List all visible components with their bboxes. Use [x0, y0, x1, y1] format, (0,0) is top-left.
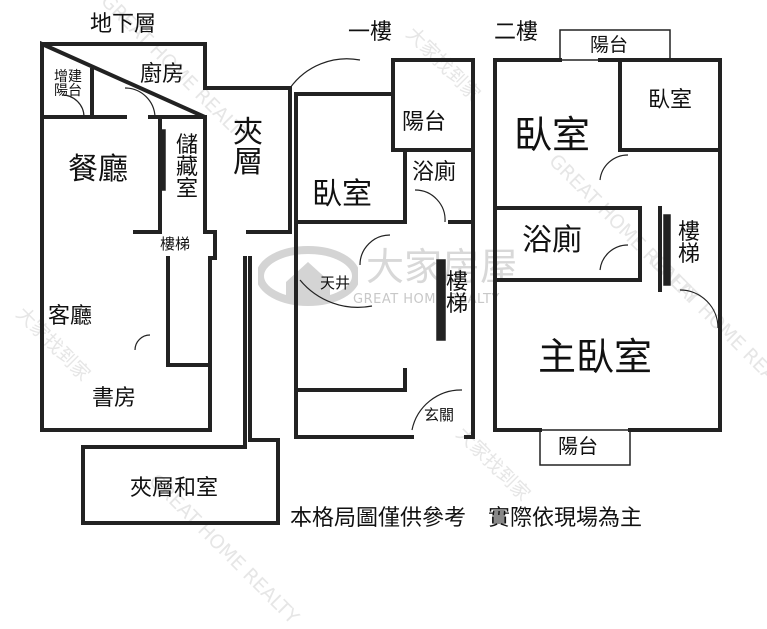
first-bathroom-label: 浴廁 — [412, 160, 457, 185]
first-stairs-strip — [436, 259, 446, 341]
second-balcony-bottom — [539, 429, 631, 466]
storage-wall — [133, 116, 162, 234]
first-balcony-wall — [391, 92, 475, 152]
stairs-wall — [166, 256, 210, 367]
second-balcony-top-label: 陽台 — [590, 34, 629, 56]
door-swing — [679, 289, 719, 329]
first-bathroom-wall — [403, 148, 475, 224]
disclaimer-note: 本格局圖僅供參考 實際依現場為主 — [290, 506, 643, 531]
second-stairs-label: 樓梯 — [677, 220, 700, 267]
second-balcony-bottom-label: 陽台 — [558, 434, 598, 458]
first-outer-wall — [294, 58, 475, 439]
first-bedroom-label: 臥室 — [312, 177, 372, 212]
first-stairs-label: 樓梯 — [445, 270, 468, 317]
basement-title: 地下層 — [90, 12, 157, 37]
second-balcony-top — [559, 29, 671, 61]
first-stair-wall — [294, 368, 407, 392]
second-bedroom-small-label: 臥室 — [648, 88, 693, 113]
door-swing — [289, 58, 361, 89]
study-label: 書房 — [92, 386, 137, 411]
master-bedroom-label: 主臥室 — [538, 335, 653, 379]
second-floor-title: 二樓 — [494, 20, 539, 45]
door-swing — [411, 389, 463, 431]
storage-label: 儲藏室 — [175, 133, 198, 202]
mezz-japanese-label: 夾層和室 — [130, 476, 219, 501]
door-swing — [359, 234, 391, 266]
logo-name-en: GREAT HOME REALTY — [353, 292, 500, 307]
entrance-label: 玄關 — [424, 406, 455, 424]
mezzanine-label: 夾層 — [233, 115, 263, 180]
door-swing — [414, 189, 446, 223]
door-swing — [599, 244, 629, 271]
door-swing — [134, 334, 151, 351]
second-bathroom-label: 浴廁 — [522, 223, 582, 258]
mezzanine-wall — [81, 86, 292, 525]
storage-door-strip — [159, 129, 166, 191]
basement-stairs-label: 樓梯 — [160, 235, 191, 253]
second-stairs-strip — [663, 214, 671, 286]
kitchen-label: 廚房 — [140, 62, 185, 87]
first-floor-title: 一樓 — [348, 20, 393, 45]
floor-plan-drawing — [40, 29, 722, 525]
atrium-label: 天井 — [320, 274, 351, 292]
second-bathroom-wall — [493, 206, 642, 282]
second-bedroom-large-label: 臥室 — [514, 113, 591, 157]
door-swing — [61, 94, 85, 118]
door-swing — [124, 87, 156, 118]
first-balcony-label: 陽台 — [402, 110, 447, 135]
door-swing — [299, 279, 373, 308]
second-bedroom-wall — [618, 58, 722, 152]
basement-outer-wall — [40, 40, 217, 432]
dining-label: 餐廳 — [68, 152, 128, 187]
door-swing — [599, 154, 629, 181]
annex-balcony-label: 增建陽台 — [54, 69, 82, 99]
living-label: 客廳 — [48, 304, 93, 329]
